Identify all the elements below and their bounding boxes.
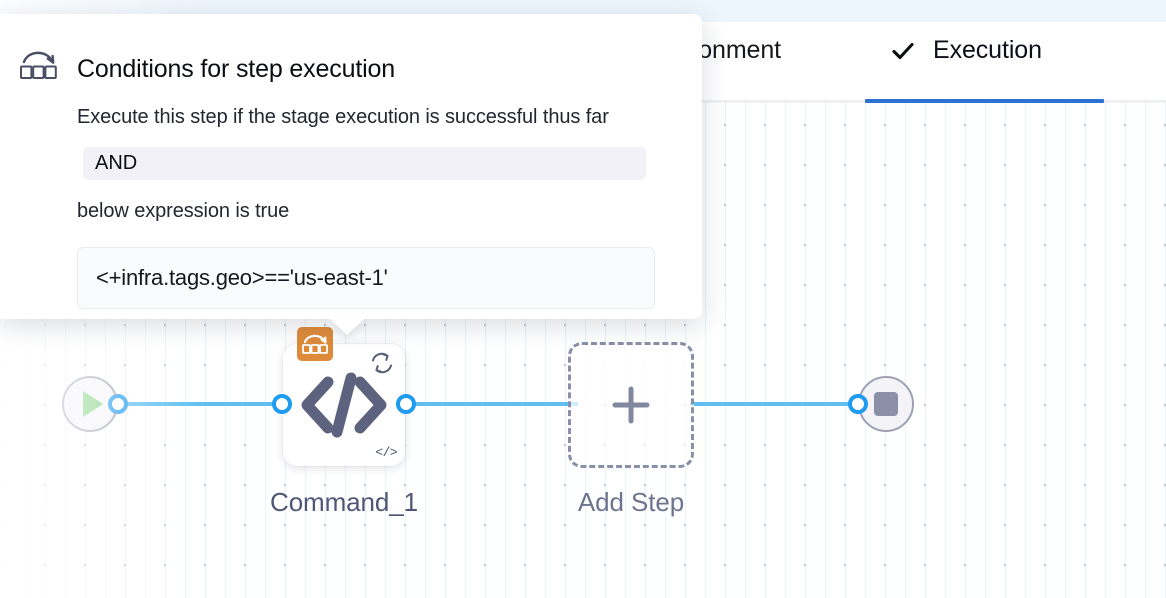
edge-command-to-addstep xyxy=(398,402,578,406)
stop-icon xyxy=(874,392,898,416)
plus-icon xyxy=(612,386,650,424)
tab-environment[interactable]: ronment xyxy=(690,36,781,65)
popover-expression-field: <+infra.tags.geo>=='us-east-1' xyxy=(77,247,655,309)
conditions-popover: Conditions for step execution Execute th… xyxy=(0,14,702,335)
add-step-label: Add Step xyxy=(577,487,685,517)
port-start-output[interactable] xyxy=(108,394,128,414)
popover-title: Conditions for step execution xyxy=(77,55,396,83)
popover-condition-line-2: below expression is true xyxy=(77,200,290,222)
tab-execution[interactable]: Execution xyxy=(889,36,1042,65)
edge-addstep-to-end xyxy=(690,402,868,406)
play-icon xyxy=(83,391,103,417)
add-step-button[interactable] xyxy=(568,342,694,468)
port-end-input[interactable] xyxy=(848,394,868,414)
tab-environment-label: ronment xyxy=(690,36,782,64)
step-node-command[interactable]: </> xyxy=(283,327,405,466)
tab-execution-label: Execution xyxy=(933,36,1042,64)
popover-condition-line-1: Execute this step if the stage execution… xyxy=(77,106,609,128)
code-icon-small: </> xyxy=(375,445,397,460)
shell-script-icon xyxy=(16,44,60,86)
port-command-input[interactable] xyxy=(272,394,292,414)
edge-start-to-command xyxy=(112,402,292,406)
retry-loop-icon xyxy=(367,348,397,383)
shell-script-icon xyxy=(297,327,333,361)
step-node-label: Command_1 xyxy=(270,487,418,517)
code-icon xyxy=(283,344,405,466)
tab-active-indicator xyxy=(865,99,1104,103)
check-icon xyxy=(889,37,917,65)
popover-arrow xyxy=(330,319,364,335)
port-command-output[interactable] xyxy=(396,394,416,414)
popover-operator-field: AND xyxy=(83,147,646,180)
